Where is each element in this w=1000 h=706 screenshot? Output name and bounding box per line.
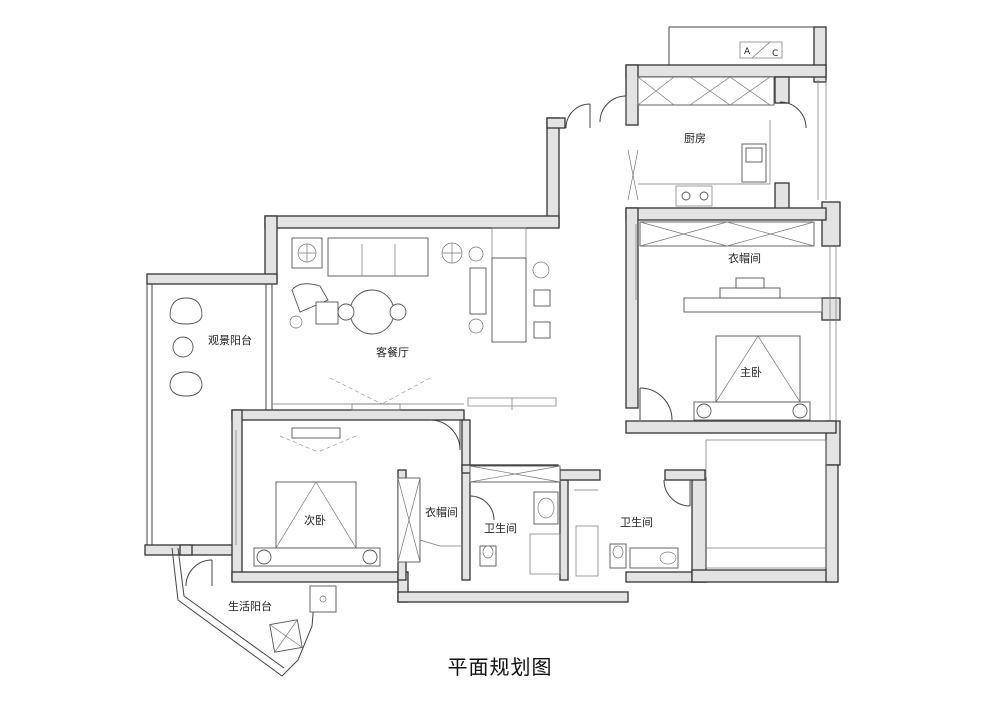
- label-kitchen: 厨房: [684, 132, 706, 145]
- label-master-bedroom: 主卧: [740, 366, 762, 379]
- label-bathroom-a: 卫生间: [484, 521, 517, 535]
- walls: [144, 26, 841, 677]
- plan-title: 平面规划图: [447, 655, 553, 679]
- ac-tag-c: C: [772, 49, 778, 59]
- label-bathroom-b: 卫生间: [620, 515, 653, 529]
- room-labels: A C 厨房 衣帽间 主卧 客餐厅 观景阳台 次卧 衣帽间 卫生间 卫生间 生活…: [208, 47, 778, 613]
- ac-tag-a: A: [744, 47, 751, 57]
- interior-lines: [169, 41, 837, 653]
- label-second-bedroom: 次卧: [304, 513, 326, 527]
- label-living-dining: 客餐厅: [376, 345, 409, 359]
- label-wardrobe-master: 衣帽间: [728, 251, 761, 265]
- label-view-balcony: 观景阳台: [208, 333, 252, 347]
- label-utility-balcony: 生活阳台: [228, 599, 272, 613]
- label-wardrobe-second: 衣帽间: [425, 505, 458, 519]
